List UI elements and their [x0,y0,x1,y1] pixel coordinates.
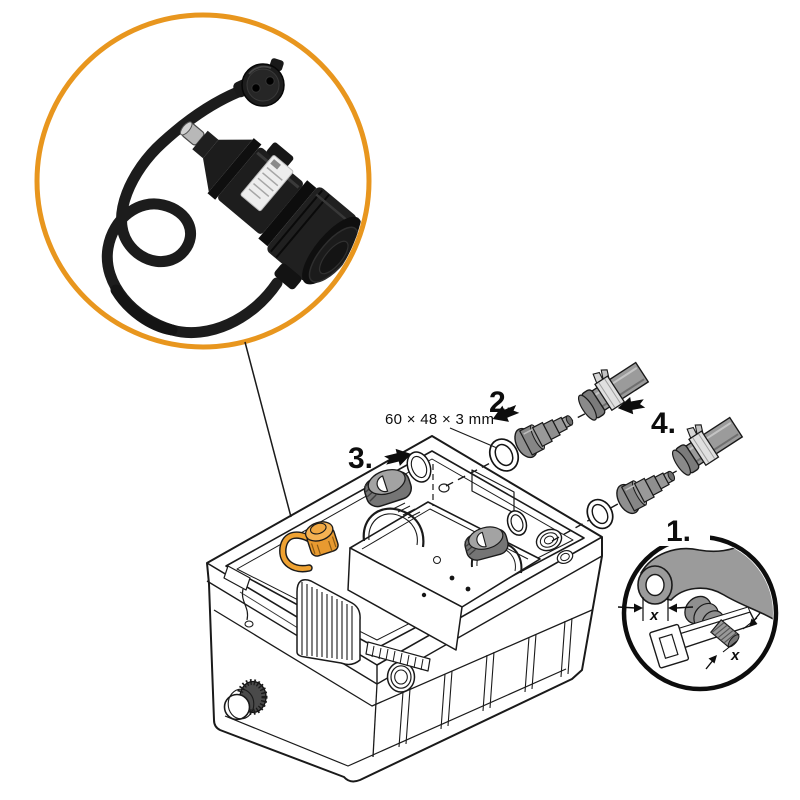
detail-hose [640,542,773,628]
uvc-unit-photo [179,121,362,290]
gasket-leader-line [449,427,498,449]
detail-measure-adapter: x [705,612,761,670]
photo-inset [34,12,372,350]
step3-label: 3. [348,442,373,475]
product-label [240,155,294,212]
detail-measure-hose: x [617,597,694,624]
detail-label: 1. [666,515,691,548]
hose-adapter-2 [611,460,682,518]
filter-box [206,435,603,783]
power-connector-orange [279,521,339,573]
box-ledge-line [213,609,593,707]
uvc-housing [347,483,541,651]
photo-leader-line [244,341,292,518]
step2-label: 2. [489,386,514,419]
adapter-x-label: x [730,647,740,664]
inner-outlet-ports [535,528,574,565]
step4-label: 4. [651,407,676,440]
power-cable [101,86,283,339]
box-grooves [398,617,573,748]
gasket-dimension-label: 60 × 48 × 3 mm [385,411,494,428]
filter-grate [296,579,431,672]
drain-cap [223,679,268,721]
detail-inset: 1. x x [617,514,779,692]
bow-handle-left [362,507,425,548]
power-plug [233,58,285,107]
detail-bracket [649,623,690,669]
plug-pin-hole [251,83,261,93]
detail-adapter-threads [710,619,740,648]
cable-bracket [223,565,254,628]
hose-bore-x-label: x [649,607,659,624]
oring-gasket-2 [586,498,614,530]
hose-adapter-1 [509,404,580,462]
hose-1 [568,350,652,425]
detail-hose-bore [637,565,673,605]
oring-mounted [506,510,528,536]
box-base-lip [224,668,567,767]
oring-clamp-seal [406,451,432,483]
photo-ring [34,12,372,350]
plug-pin-hole [265,76,275,86]
